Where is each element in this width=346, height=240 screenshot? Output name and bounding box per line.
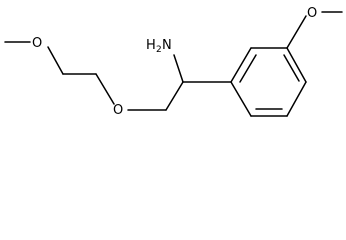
molecule-canvas: O O H 2 N O: [4, 6, 343, 118]
atom-nh2-h: H: [146, 38, 156, 53]
ring-bond-3: [286, 47, 307, 83]
bond-ring-o-right: [286, 15, 307, 49]
atom-o-mid: O: [113, 103, 123, 118]
ring-bond-4: [286, 81, 307, 117]
atom-o-right: O: [307, 6, 317, 21]
structure-diagram: O O H 2 N O: [4, 6, 343, 118]
atom-nh2-subscript: 2: [156, 45, 162, 55]
bond-c2-o-mid: [95, 73, 115, 105]
ring-double-bond-1: [239, 54, 257, 83]
bond-ch-n: [173, 54, 184, 83]
bond-o-left-c1: [47, 46, 64, 75]
atom-nh2-n: N: [162, 38, 172, 53]
ring-double-bond-2: [283, 54, 300, 82]
ring-bond-1: [230, 47, 252, 83]
atom-o-left: O: [32, 36, 42, 51]
ring-bond-6: [230, 81, 252, 117]
bond-c3-ch: [165, 81, 184, 111]
